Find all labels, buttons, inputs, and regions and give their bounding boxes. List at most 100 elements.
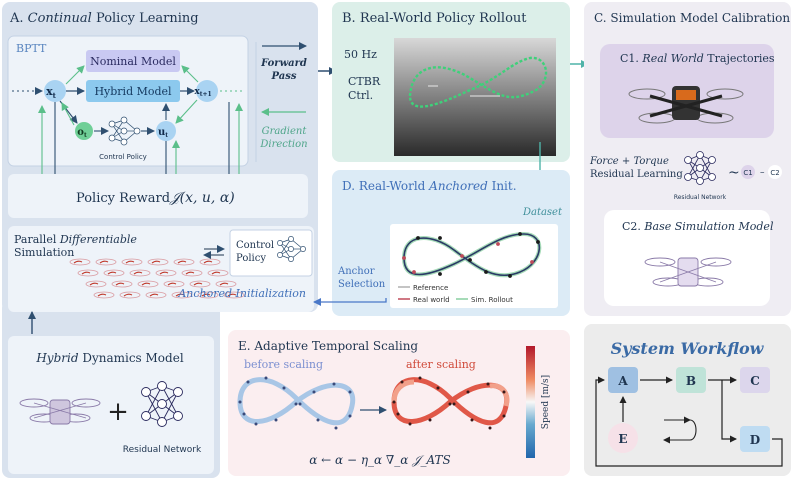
wf-node-e-label: E — [618, 432, 627, 446]
cycle-icon — [663, 416, 697, 444]
after-dot — [502, 390, 506, 394]
wf-node-c — [740, 367, 770, 393]
panel-b-title: B. Real-World Policy Rollout — [342, 11, 527, 26]
forward-pass-label-2: Pass — [271, 71, 297, 82]
c1-badge: C1 — [743, 169, 752, 177]
wf-node-e — [608, 423, 638, 453]
control-policy-label-2: Policy — [236, 253, 266, 264]
before-dot — [298, 402, 302, 406]
sim-trajectory — [197, 291, 219, 299]
anchor-point — [484, 270, 488, 274]
after-dot — [488, 426, 492, 430]
sim-trajectory — [189, 280, 211, 288]
legend-reference: Reference — [413, 284, 448, 292]
rollout-photo-bg — [394, 38, 556, 156]
before-scaling-dots — [238, 376, 352, 430]
control-policy-label-1: Control — [236, 240, 274, 251]
panel-workflow: System Workflow A B C D E — [584, 324, 791, 476]
base-sim-drone-icon — [644, 257, 732, 287]
anchored-init-label: Anchored Initialization — [177, 287, 306, 300]
wf-loop-arrow — [595, 376, 783, 467]
sim-trajectory — [119, 291, 141, 299]
arrow-green-nominal-in — [65, 65, 85, 85]
after-dot — [448, 402, 452, 406]
d-legend: Reference Real world Sim. Rollout — [398, 284, 513, 304]
ot-label: ot — [77, 127, 87, 139]
anchor-point — [530, 260, 534, 264]
panel-d: D. Real-World Anchored Init. Dataset Ref… — [313, 170, 570, 316]
c1-badge-bg — [741, 165, 755, 179]
rollout-track — [408, 56, 548, 108]
wf-node-b — [676, 367, 706, 393]
real-world-curve — [403, 233, 541, 277]
wf-node-d — [740, 426, 770, 452]
sim-trajectory — [85, 280, 107, 288]
hybrid-dynamics-box — [8, 336, 214, 474]
residual-network-icon-c — [684, 151, 716, 185]
anchor-point — [412, 270, 416, 274]
sim-trajectory — [163, 280, 185, 288]
xt-node — [44, 80, 66, 102]
ot-node — [75, 122, 93, 140]
before-dot — [312, 390, 316, 394]
force-torque-label: Force + Torque — [589, 156, 669, 167]
xt-label: xt — [46, 85, 57, 100]
sim-trajectory — [77, 269, 99, 277]
ctbr-label-1: CTBR — [348, 75, 381, 88]
sim-trajectory — [173, 258, 195, 266]
after-scaling-label: after scaling — [406, 358, 476, 371]
speed-label: Speed [m/s] — [541, 375, 551, 429]
arrow-green-xt1-ut — [175, 99, 198, 124]
anchor-point — [438, 272, 442, 276]
panel-c-title: C. Simulation Model Calibration — [594, 11, 790, 25]
c2-badge-bg — [768, 165, 782, 179]
wf-node-d-label: D — [750, 433, 760, 447]
parallel-sim-label-1: Parallel Differentiable — [14, 233, 137, 246]
sim-trajectory — [215, 280, 237, 288]
xt1-label: xt+1 — [194, 87, 211, 98]
residual-learning-label: Residual Learning — [590, 169, 683, 180]
reward-formula: 𝒥(x, u, α) — [169, 190, 235, 206]
control-policy-small-label: Control Policy — [99, 153, 147, 161]
panel-d-title: D. Real-World Anchored Init. — [342, 179, 517, 193]
before-dot — [334, 426, 338, 430]
after-dot — [418, 376, 422, 380]
anchor-point — [496, 242, 500, 246]
sim-trajectory — [137, 280, 159, 288]
hybrid-model-box — [86, 80, 180, 102]
after-dot — [502, 414, 506, 418]
ats-formula: α ← α − η_α ∇_α 𝒥_ATS — [309, 453, 451, 467]
sim-trajectory — [129, 269, 151, 277]
c1-label: C1. Real World Trajectories — [620, 52, 775, 65]
sim-trajectory — [111, 280, 133, 288]
before-dot — [254, 422, 258, 426]
after-dot — [428, 418, 432, 422]
parallel-sim-trajectories — [69, 258, 245, 299]
xt1-node — [196, 80, 218, 102]
control-policy-net-icon — [108, 116, 141, 146]
workflow-title: System Workflow — [611, 339, 765, 358]
arrow-green-ot-xt — [61, 102, 75, 126]
sim-trajectory — [155, 269, 177, 277]
wf-arrow-b-d — [721, 380, 737, 443]
drone-sim-icon — [19, 398, 101, 425]
sim-trajectory — [93, 291, 115, 299]
sim-trajectory — [207, 269, 229, 277]
after-dot — [470, 418, 474, 422]
panel-a: A. Continual Policy Learning BPTT Nomina… — [2, 2, 318, 478]
rollout-photo — [394, 38, 556, 156]
gradient-label-1: Gradient — [262, 126, 308, 137]
before-dot — [264, 376, 268, 380]
dataset-label: Dataset — [522, 207, 563, 218]
forward-pass-label-1: Forward — [260, 58, 307, 69]
before-dot — [294, 402, 298, 406]
exchange-arrows-icon — [203, 245, 225, 259]
after-dot — [466, 390, 470, 394]
residual-network-small-label: Residual Network — [674, 194, 727, 201]
panel-b: B. Real-World Policy Rollout 50 Hz CTBR … — [332, 2, 570, 162]
ctbr-label-2: Ctrl. — [348, 89, 373, 102]
rate-label: 50 Hz — [344, 48, 377, 61]
panel-e-title: E. Adaptive Temporal Scaling — [238, 339, 418, 353]
after-dot — [452, 402, 456, 406]
